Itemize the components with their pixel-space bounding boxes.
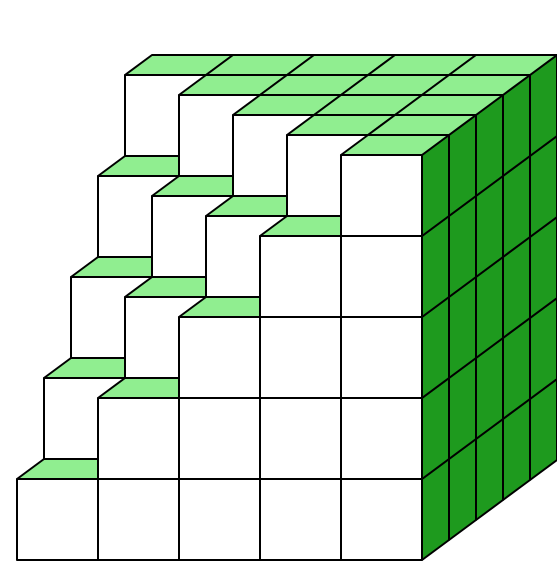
cube-front-face <box>260 236 341 317</box>
cube-front-face <box>179 398 260 479</box>
cube-front-face <box>98 479 179 560</box>
cube-front-face <box>341 479 422 560</box>
cube-front-face <box>341 398 422 479</box>
cube-front-face <box>179 479 260 560</box>
cube-front-face <box>341 317 422 398</box>
cube-front-face <box>260 317 341 398</box>
cube-front-face <box>341 155 422 236</box>
cube-front-face <box>260 479 341 560</box>
cube-front-face <box>179 317 260 398</box>
cube-front-face <box>17 479 98 560</box>
cube-front-face <box>341 236 422 317</box>
cube-front-face <box>98 398 179 479</box>
cube-front-face <box>260 398 341 479</box>
